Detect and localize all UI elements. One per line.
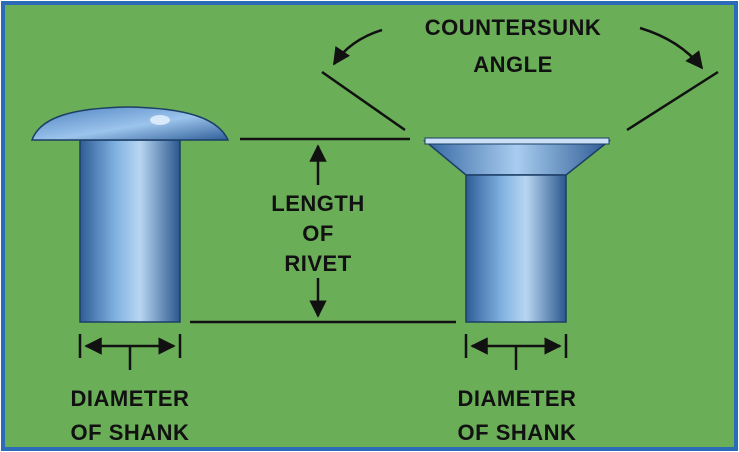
left-diameter-label-line2: OF SHANK <box>71 420 190 445</box>
countersunk-right-extension-line <box>626 70 719 132</box>
right-diameter-label-line1: DIAMETER <box>458 386 577 411</box>
countersunk-label-line2: ANGLE <box>473 52 553 77</box>
round-head-highlight <box>150 115 170 125</box>
right-diameter-label-line2: OF SHANK <box>458 420 577 445</box>
countersunk-left-extension-line <box>321 70 406 132</box>
length-label-line3: RIVET <box>284 251 351 276</box>
length-label-line2: OF <box>302 221 334 246</box>
countersunk-rivet <box>422 137 612 323</box>
countersunk-rivet-shank <box>465 174 567 323</box>
round-head-rivet-shank <box>79 139 181 323</box>
countersunk-rivet-top <box>424 137 610 145</box>
countersunk-left-arc-arrow <box>332 28 383 66</box>
length-label-line1: LENGTH <box>271 191 364 216</box>
length-dimension <box>190 137 456 324</box>
countersunk-label-line1: COUNTERSUNK <box>425 15 602 40</box>
countersunk-right-arc-arrow <box>639 26 704 70</box>
round-head-rivet-head <box>30 106 230 141</box>
left-diameter-dimension <box>78 334 182 370</box>
round-head-rivet <box>30 106 230 323</box>
right-diameter-dimension <box>464 334 568 370</box>
countersunk-angle-dimension <box>321 26 719 132</box>
left-diameter-label-line1: DIAMETER <box>71 386 190 411</box>
